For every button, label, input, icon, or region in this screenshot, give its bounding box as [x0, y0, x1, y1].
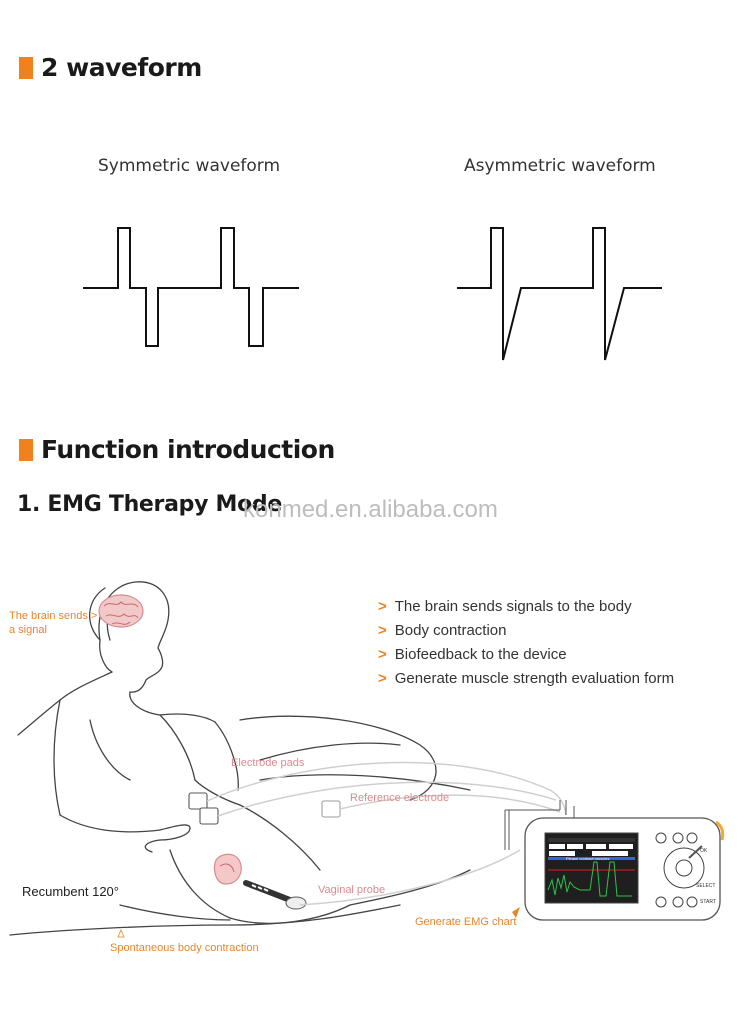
- section-title: Function introduction: [41, 435, 335, 464]
- spontaneous-contraction-callout: Spontaneous body contraction: [110, 942, 259, 954]
- reference-electrode-callout: Reference electrode: [350, 792, 450, 804]
- recumbent-callout: Recumbent 120°: [22, 884, 119, 899]
- electrode-pad: [199, 807, 219, 825]
- device-select-label: SELECT: [696, 883, 716, 889]
- bullet-arrow-icon: >: [378, 598, 387, 615]
- brain-callout: The brain sends > a signal: [9, 610, 98, 636]
- section-marker: [19, 56, 33, 79]
- device-button: [672, 896, 684, 908]
- vaginal-probe-icon: [243, 880, 307, 910]
- device-button: [655, 896, 667, 908]
- stylus-icon: [688, 845, 703, 859]
- watermark: konmed.en.alibaba.com: [243, 496, 498, 523]
- function-bullet-list: > The brain sends signals to the body > Bo…: [378, 595, 674, 691]
- waveform-diagrams: [83, 227, 662, 361]
- section-header-function: Function introduction: [19, 435, 335, 464]
- pelvic-organ-icon: [213, 853, 242, 885]
- mode-title: 1. EMG Therapy Mode: [17, 492, 282, 517]
- section-title: 2 waveform: [41, 53, 202, 82]
- device-start-label: START: [700, 899, 716, 905]
- emg-chart-arrow-icon: [512, 907, 520, 918]
- emg-device: [524, 817, 725, 921]
- asymmetric-waveform: [457, 227, 662, 361]
- bullet-text: Biofeedback to the device: [394, 646, 567, 663]
- electrode-cables: [206, 761, 567, 906]
- device-connector-cables: [504, 800, 575, 850]
- symmetric-waveform: [83, 227, 299, 347]
- device-ok-button: [675, 859, 693, 877]
- device-screen-warning: Please contract muscles: [566, 856, 610, 861]
- vaginal-probe-callout: Vaginal probe: [318, 884, 386, 896]
- emg-therapy-illustration: [9, 581, 725, 938]
- bullet-text: The brain sends signals to the body: [394, 598, 632, 615]
- brain-icon: [98, 594, 144, 628]
- electrode-pads-callout: Electrode pads: [231, 757, 305, 769]
- bullet-arrow-icon: >: [378, 670, 387, 687]
- device-button: [686, 896, 698, 908]
- bullet-item: > The brain sends signals to the body: [378, 595, 674, 619]
- electrode-pad: [188, 792, 208, 810]
- bullet-item: > Biofeedback to the device: [378, 643, 674, 667]
- device-screen: [544, 832, 639, 904]
- section-header-waveform: 2 waveform: [19, 53, 202, 82]
- device-ok-label: OK: [700, 848, 708, 854]
- symmetric-waveform-label: Symmetric waveform: [98, 156, 281, 176]
- bullet-text: Body contraction: [394, 622, 507, 639]
- section-marker: [19, 438, 33, 461]
- contraction-caret-icon: [117, 928, 125, 938]
- patient-outline: [9, 581, 471, 936]
- emg-chart-callout: Generate EMG chart: [415, 916, 517, 928]
- bullet-item: > Body contraction: [378, 619, 674, 643]
- device-button: [672, 832, 684, 844]
- device-button: [686, 832, 698, 844]
- device-button: [655, 832, 667, 844]
- bullet-text: Generate muscle strength evaluation form: [394, 670, 675, 687]
- bullet-item: > Generate muscle strength evaluation for…: [378, 667, 674, 691]
- reference-electrode-pad: [321, 800, 341, 818]
- asymmetric-waveform-label: Asymmetric waveform: [464, 156, 656, 176]
- bullet-arrow-icon: >: [378, 622, 387, 639]
- bullet-arrow-icon: >: [378, 646, 387, 663]
